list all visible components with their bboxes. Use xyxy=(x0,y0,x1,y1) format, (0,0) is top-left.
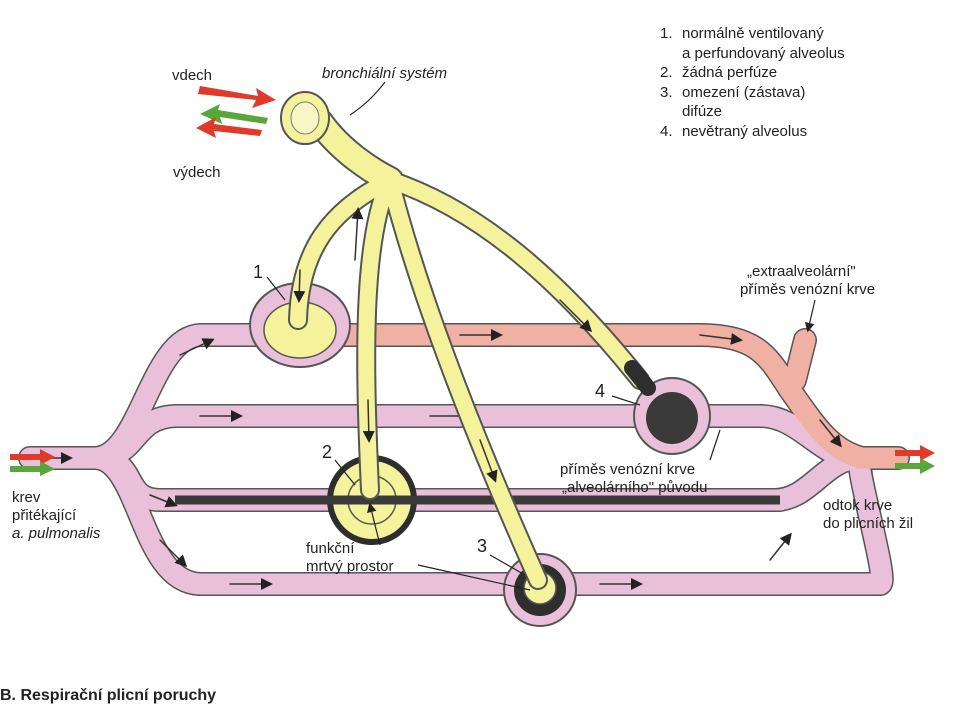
bronchial-system-label: bronchiální systém xyxy=(322,65,448,82)
outflow-label-1: odtok krve xyxy=(823,497,893,514)
inhale-label: vdech xyxy=(172,67,213,84)
alveolus-4 xyxy=(646,392,698,444)
flow-arrows xyxy=(10,86,935,476)
alveolar-admixture-label-1: příměs venózní krve xyxy=(560,461,696,478)
outflow-arrow-red xyxy=(895,445,935,461)
inflow-label-3: a. pulmonalis xyxy=(12,525,101,542)
alveolus-number-1: 1 xyxy=(253,262,264,282)
legend-row: a perfundovaný alveolus xyxy=(682,44,845,62)
alveolus-number-4: 4 xyxy=(595,381,606,401)
alveolar-admixture-label-2: „alveolárního" původu xyxy=(562,479,708,496)
alveolus-number-3: 3 xyxy=(477,536,488,556)
exhale-label: výdech xyxy=(173,164,221,181)
inhale-arrow xyxy=(198,86,276,108)
alveoli xyxy=(175,282,780,627)
figure-caption: B. Respirační plicní poruchy xyxy=(0,687,217,704)
inflow-label-2: přitékající xyxy=(12,507,77,524)
leader-lines xyxy=(266,81,816,591)
outflow-arrow-green xyxy=(895,458,935,474)
dead-space-label-1: funkční xyxy=(306,540,355,557)
inflow-arrow-green xyxy=(10,461,55,476)
legend-row: difúze xyxy=(682,103,723,120)
outflow-label-2: do plicních žil xyxy=(823,515,914,532)
bronchial-tree xyxy=(280,91,656,590)
alveolus-number-2: 2 xyxy=(322,442,333,462)
exhale-arrow-green xyxy=(200,104,268,124)
exhale-arrow-red xyxy=(196,117,262,138)
legend-row: 2.žádná perfúze xyxy=(660,64,778,81)
inflow-label-1: krev xyxy=(12,489,41,506)
bronchus-obstruction xyxy=(624,360,656,396)
legend-row: 3.omezení (zástava) xyxy=(660,83,806,101)
legend: 1.normálně ventilovaný a perfundovaný al… xyxy=(660,24,845,141)
extraalveolar-label-1: „extraalveolární" xyxy=(747,263,856,280)
vessel-network xyxy=(18,323,910,596)
inflow-arrow-red xyxy=(10,449,55,465)
dead-space-label-2: mrtvý prostor xyxy=(306,558,394,575)
extraalveolar-label-2: příměs venózní krve xyxy=(740,281,876,298)
legend-row: 4.nevětraný alveolus xyxy=(660,122,808,140)
legend-row: 1.normálně ventilovaný xyxy=(660,25,824,42)
